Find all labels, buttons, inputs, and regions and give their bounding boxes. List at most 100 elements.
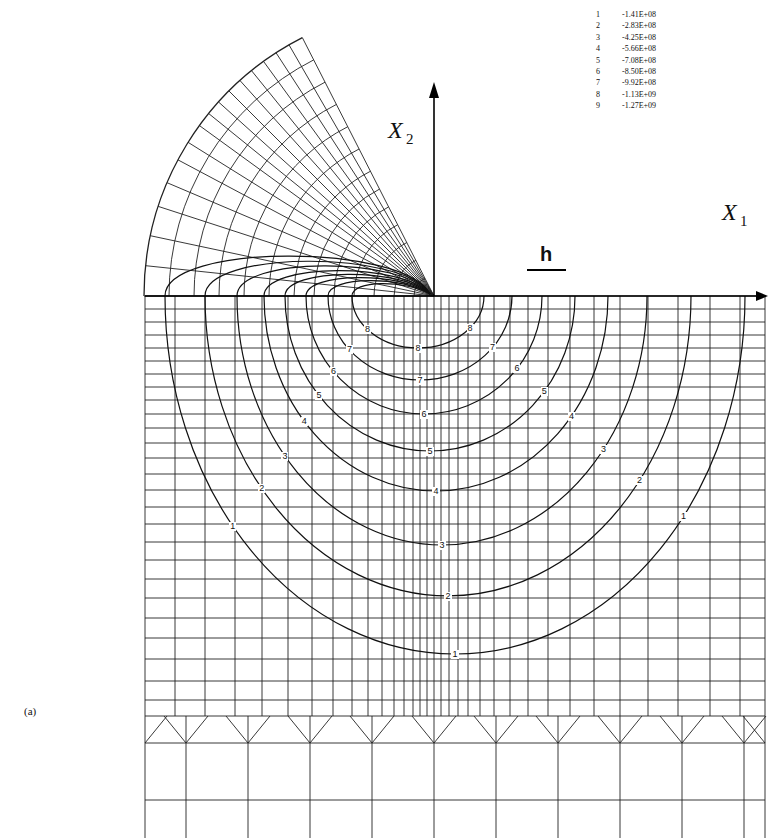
mesh-line [145,542,765,543]
x2-axis [433,90,435,296]
mesh-line [413,296,414,716]
fan-arc [334,207,389,296]
mesh-line [743,716,765,743]
mesh-line [722,716,744,743]
contour-number: 6 [330,367,337,376]
fan-arc [219,104,336,296]
stress-contour [237,266,647,545]
mesh-line [262,296,263,716]
mesh-line [186,716,187,838]
mesh-line [678,296,679,716]
legend-index: 7 [596,79,600,87]
mesh-line [145,335,765,336]
mesh-line [145,800,765,801]
mesh-line [248,716,249,838]
mesh-line [145,474,765,475]
x1-axis [145,295,758,297]
legend-value: -4.25E+08 [622,34,656,42]
mesh-line [145,560,765,561]
contour-number: 7 [346,345,353,354]
legend-index: 8 [596,91,600,99]
legend-index: 2 [596,22,600,30]
fan-radial-line [178,160,434,296]
legend-value: -1.13E+09 [622,91,656,99]
mesh-line [594,296,595,716]
mesh-line [145,458,765,459]
contour-number: 3 [438,541,445,550]
legend-value: -8.50E+08 [622,68,656,76]
mesh-line [164,716,186,743]
panel-label: (a) [24,706,36,717]
mesh-line [648,296,649,716]
mesh-line [205,296,206,716]
mesh-line [145,348,765,349]
legend-value: -1.41E+08 [622,11,656,19]
mesh-line [145,681,765,682]
stress-contour [352,284,484,348]
mesh-line [496,716,518,743]
fan-radial-line [289,45,434,296]
mesh-line [682,716,683,838]
contour-number: 4 [568,412,575,421]
contour-number: 3 [281,452,288,461]
legend-value: -2.83E+08 [622,22,656,30]
mesh-line [312,296,313,716]
scale-bar [527,269,566,271]
axis-subscript: 1 [740,214,748,229]
mesh-line [474,716,496,743]
contour-number: 1 [451,650,458,659]
legend-value: -7.08E+08 [622,57,656,65]
mesh-line [145,638,765,639]
mesh-line [186,716,208,743]
fan-arc [144,38,302,296]
mesh-line [310,716,332,743]
mesh-line [372,716,373,838]
mesh-line [620,716,621,838]
mesh-line [744,716,745,838]
mesh-line [145,716,146,838]
contour-number: 5 [426,447,433,456]
mesh-line [145,443,765,444]
mesh-line [288,716,310,743]
contour-number: 8 [364,325,371,334]
mesh-line [494,296,495,716]
mesh-line [558,716,580,743]
mesh-line [145,507,765,508]
mesh-line [145,524,765,525]
mesh-line [145,400,765,401]
contour-number: 5 [315,391,322,400]
axis-name: X [388,118,403,142]
contour-number: 8 [467,324,474,333]
axis-arrowhead [756,291,768,301]
contour-number: 2 [636,476,643,485]
legend-index: 1 [596,11,600,19]
legend-index: 9 [596,102,600,110]
mesh-line [372,716,394,743]
stress-contour [205,261,691,596]
mesh-line [570,296,571,716]
contour-number: 1 [229,522,236,531]
mesh-line [412,716,434,743]
mesh-line [145,700,765,701]
mesh-line [145,387,765,388]
mesh-line [434,716,435,838]
mesh-line [382,296,383,716]
stress-contour [285,274,575,451]
fan-radial-line [150,236,434,296]
axis-name: X [722,200,737,224]
mesh-line [145,659,765,660]
stress-contour [306,278,542,414]
mesh-line [598,716,620,743]
mesh-line [404,296,405,716]
mesh-line [145,309,765,310]
mesh-line [548,296,549,716]
mesh-line [145,579,765,580]
legend-index: 4 [596,45,600,53]
mesh-line [420,296,421,716]
axis-subscript: 2 [406,132,414,147]
mesh-line [510,296,511,716]
legend-index: 3 [596,34,600,42]
mesh-line [145,296,765,297]
contour-number: 6 [420,410,427,419]
